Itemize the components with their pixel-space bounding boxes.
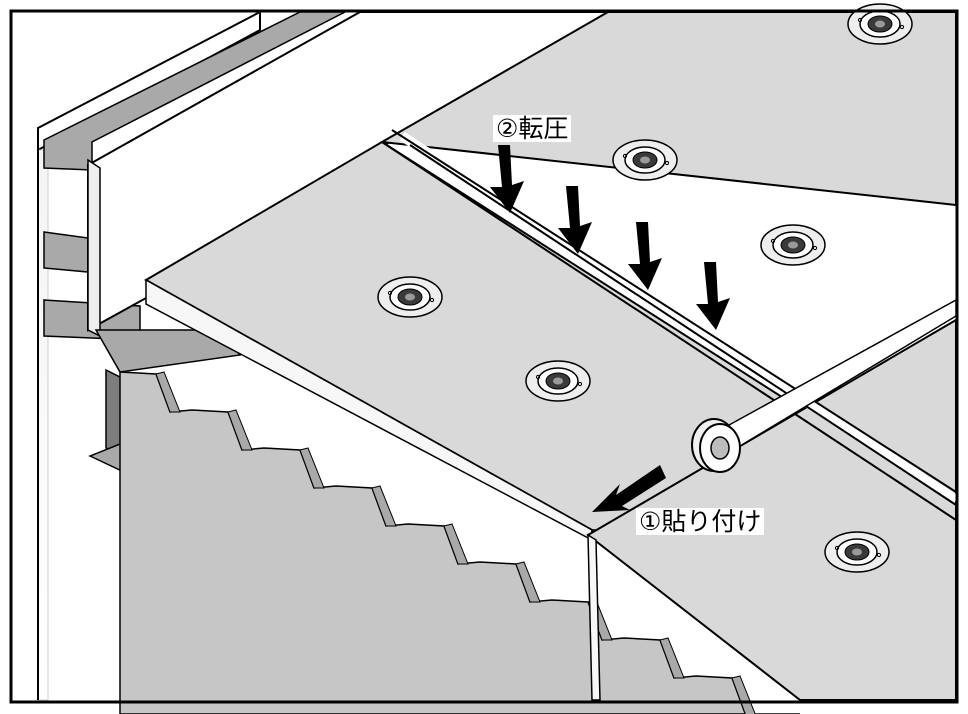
fastener-washer-icon — [760, 224, 826, 266]
fastener-washer-icon — [525, 360, 591, 402]
diagram-frame — [9, 9, 959, 704]
fastener-washer-icon — [824, 531, 890, 573]
deck-rib — [371, 485, 397, 527]
deck-rib — [443, 523, 469, 565]
deck-rib — [155, 371, 181, 413]
steel-channel-mid — [43, 231, 89, 273]
fastener-washer-icon — [612, 139, 678, 181]
arrow-down-icon — [490, 145, 524, 213]
insulation-boards — [143, 11, 959, 702]
arrow-down-icon — [558, 186, 592, 254]
press-arrows — [490, 145, 730, 330]
step2-label: ②転圧 — [493, 115, 572, 142]
fastener-group — [377, 3, 913, 573]
tape-roll-icon — [691, 418, 741, 473]
deck-rib — [227, 409, 253, 451]
fastener-washer-icon — [847, 3, 913, 45]
arrow-down-icon — [696, 262, 730, 330]
step1-label: ①貼り付け — [636, 508, 765, 535]
arrow-down-icon — [628, 222, 662, 290]
deck-rib — [299, 447, 325, 489]
deck-rib — [515, 561, 541, 603]
arrow-left-icon — [592, 465, 666, 512]
fastener-washer-icon — [377, 276, 443, 318]
deck-rib — [659, 637, 685, 679]
